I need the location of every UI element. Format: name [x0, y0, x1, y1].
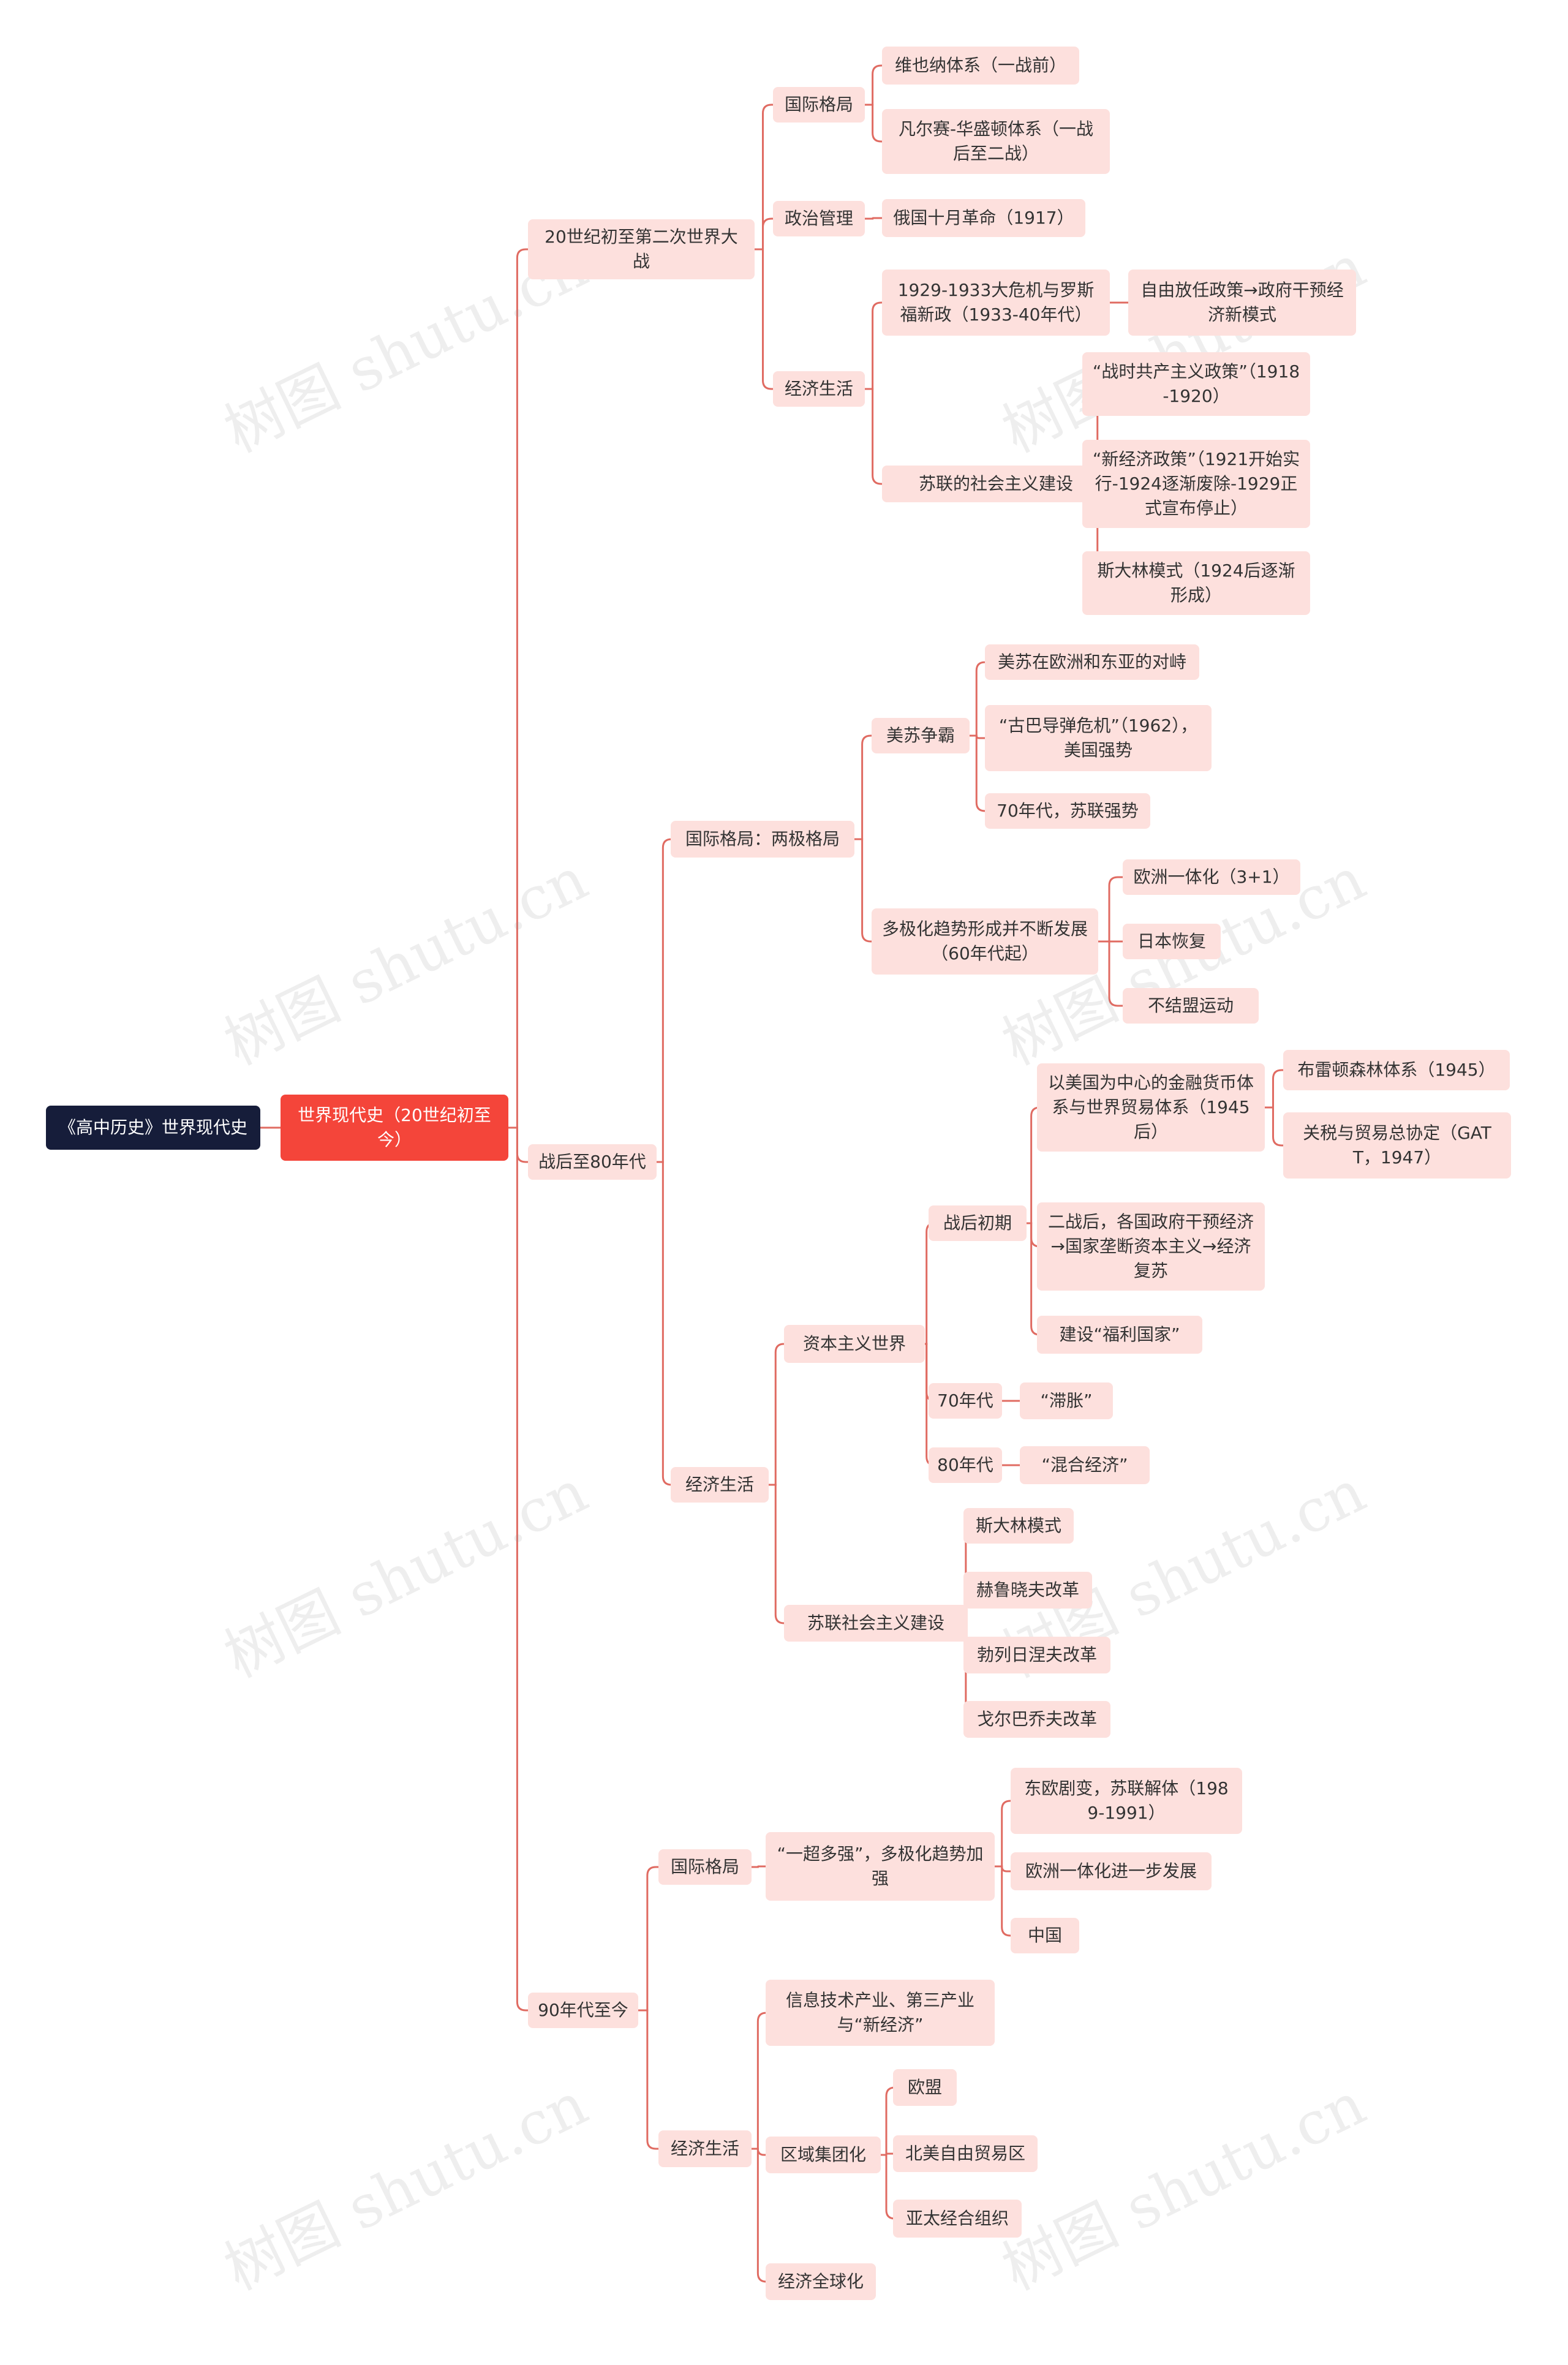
connector-s1-pol-to-s1-pol-1	[865, 217, 882, 220]
node-s3-econ-3[interactable]: 经济全球化	[766, 2263, 876, 2300]
node-main[interactable]: 世界现代史（20世纪初至今）	[281, 1095, 508, 1161]
connector-s1-to-s1-econ	[755, 248, 773, 390]
node-s3-intl[interactable]: 国际格局	[658, 1849, 752, 1885]
connector-main-to-s2	[508, 1126, 528, 1163]
node-s3-intl-a2[interactable]: 欧洲一体化进一步发展	[1011, 1852, 1212, 1890]
connector-s3-econ-to-s3-econ-1	[752, 2012, 767, 2150]
connector-s1-to-s1-intl	[755, 104, 773, 251]
connector-s2-to-s2-econ	[657, 1161, 672, 1486]
node-s2-sov[interactable]: 苏联社会主义建设	[784, 1605, 968, 1642]
node-s1-intl-1[interactable]: 维也纳体系（一战前）	[882, 47, 1079, 85]
node-s2-intl-b[interactable]: 多极化趋势形成并不断发展（60年代起）	[872, 908, 1098, 975]
node-s3-econ-1[interactable]: 信息技术产业、第三产业与“新经济”	[766, 1980, 995, 2046]
node-s1-intl[interactable]: 国际格局	[773, 87, 865, 123]
node-s2-intl-a2[interactable]: “古巴导弹危机”（1962），美国强势	[985, 705, 1212, 771]
node-s1[interactable]: 20世纪初至第二次世界大战	[528, 219, 755, 279]
connector-s2-intl-b-to-s2-intl-b1	[1098, 876, 1123, 943]
connector-s2-econ-to-s2-cap	[769, 1343, 785, 1486]
node-s2-cap-a1a[interactable]: 布雷顿森林体系（1945）	[1283, 1050, 1510, 1090]
connector-main-to-s3	[508, 1126, 528, 2012]
connector-s2-intl-to-s2-intl-b	[854, 838, 872, 943]
node-s2-cap[interactable]: 资本主义世界	[784, 1325, 925, 1363]
node-s2-cap-c1[interactable]: “混合经济”	[1020, 1446, 1150, 1484]
connector-s2-econ-to-s2-sov	[769, 1484, 785, 1624]
node-s2-intl-b3[interactable]: 不结盟运动	[1123, 988, 1259, 1024]
connector-s2-cap-a1-to-s2-cap-a1b	[1265, 1106, 1283, 1147]
connector-s3-to-s3-intl	[638, 1866, 658, 2012]
connector-s2-intl-a-to-s2-intl-a1	[970, 661, 986, 737]
node-s2-intl-b1[interactable]: 欧洲一体化（3+1）	[1123, 859, 1300, 895]
connector-s3-to-s3-econ	[638, 2009, 658, 2150]
node-s2-econ[interactable]: 经济生活	[671, 1467, 769, 1503]
node-s3-intl-a1[interactable]: 东欧剧变，苏联解体（1989-1991）	[1011, 1768, 1242, 1834]
node-s1-econ-a[interactable]: 1929-1933大危机与罗斯福新政（1933-40年代）	[882, 270, 1110, 336]
node-s2-sov-3[interactable]: 勃列日涅夫改革	[963, 1637, 1110, 1673]
connector-s3-intl-to-s3-intl-a	[752, 1865, 766, 1868]
node-s2-cap-c[interactable]: 80年代	[929, 1447, 1002, 1483]
node-s2-cap-a2[interactable]: 二战后，各国政府干预经济→国家垄断资本主义→经济复苏	[1037, 1202, 1265, 1291]
node-s2-cap-b1[interactable]: “滞胀”	[1020, 1382, 1113, 1419]
node-s1-econ-b1[interactable]: “战时共产主义政策”（1918-1920）	[1082, 352, 1310, 416]
node-s1-econ-a1[interactable]: 自由放任政策→政府干预经济新模式	[1128, 270, 1356, 336]
node-s2-intl[interactable]: 国际格局：两极格局	[671, 821, 854, 858]
node-s3-econ-2[interactable]: 区域集团化	[766, 2137, 881, 2173]
node-s2-sov-2[interactable]: 赫鲁晓夫改革	[963, 1572, 1092, 1609]
node-s2-cap-b[interactable]: 70年代	[929, 1383, 1002, 1419]
connector-s3-intl-a-to-s3-intl-a1	[995, 1800, 1011, 1868]
node-s1-pol-1[interactable]: 俄国十月革命（1917）	[882, 199, 1085, 237]
node-s1-intl-2[interactable]: 凡尔赛-华盛顿体系（一战后至二战）	[882, 109, 1110, 174]
node-s2-intl-a3[interactable]: 70年代，苏联强势	[985, 793, 1150, 829]
connector-s1-intl-to-s1-intl-2	[865, 104, 882, 143]
node-s2-cap-a1[interactable]: 以美国为中心的金融货币体系与世界贸易体系（1945后）	[1037, 1063, 1265, 1152]
connector-s1-intl-to-s1-intl-1	[865, 64, 882, 106]
node-s1-pol[interactable]: 政治管理	[773, 201, 865, 236]
node-s1-econ-b3[interactable]: 斯大林模式（1924后逐渐形成）	[1082, 551, 1310, 615]
node-s1-econ-b[interactable]: 苏联的社会主义建设	[882, 466, 1110, 502]
connector-s3-econ-to-s3-econ-3	[752, 2148, 767, 2283]
node-s2-sov-1[interactable]: 斯大林模式	[963, 1508, 1074, 1544]
node-s2-intl-a1[interactable]: 美苏在欧洲和东亚的对峙	[985, 644, 1199, 680]
node-s3-econ-2c[interactable]: 亚太经合组织	[893, 2200, 1022, 2238]
node-s2[interactable]: 战后至80年代	[528, 1144, 657, 1180]
node-s3-intl-a3[interactable]: 中国	[1011, 1918, 1079, 1953]
node-s3-econ-2a[interactable]: 欧盟	[893, 2069, 957, 2106]
node-s3-econ-2b[interactable]: 北美自由贸易区	[893, 2135, 1038, 2172]
node-s3[interactable]: 90年代至今	[528, 1993, 638, 2028]
connector-s2-cap-a1-to-s2-cap-a1a	[1265, 1069, 1283, 1109]
node-s3-intl-a[interactable]: “一超多强”，多极化趋势加强	[766, 1832, 995, 1901]
node-root[interactable]: 《高中历史》世界现代史	[46, 1106, 260, 1150]
node-s2-sov-4[interactable]: 戈尔巴乔夫改革	[963, 1701, 1110, 1738]
node-s2-cap-a3[interactable]: 建设“福利国家”	[1037, 1316, 1202, 1354]
node-s2-intl-b2[interactable]: 日本恢复	[1123, 924, 1221, 959]
node-s2-cap-a1b[interactable]: 关税与贸易总协定（GATT，1947）	[1283, 1112, 1511, 1179]
connector-s2-intl-a-to-s2-intl-a3	[970, 734, 986, 812]
connector-s1-econ-to-s1-econ-b	[865, 388, 882, 485]
connector-s2-to-s2-intl	[657, 838, 672, 1163]
node-s1-econ[interactable]: 经济生活	[773, 371, 865, 407]
connector-s2-intl-to-s2-intl-a	[854, 734, 872, 840]
node-s2-intl-a[interactable]: 美苏争霸	[872, 718, 970, 753]
connector-s2-intl-b-to-s2-intl-b3	[1098, 940, 1123, 1007]
connector-main-to-s1	[508, 248, 528, 1129]
connector-s1-econ-to-s1-econ-a	[865, 301, 882, 390]
node-s2-cap-a[interactable]: 战后初期	[929, 1205, 1027, 1241]
connector-s3-intl-a-to-s3-intl-a3	[995, 1865, 1011, 1937]
node-s3-econ[interactable]: 经济生活	[658, 2130, 752, 2167]
connector-s2-cap-to-s2-cap-a	[925, 1222, 935, 1345]
node-s1-econ-b2[interactable]: “新经济政策”（1921开始实行-1924逐渐废除-1929正式宣布停止）	[1082, 440, 1310, 528]
connector-s1-to-s1-pol	[755, 217, 773, 251]
